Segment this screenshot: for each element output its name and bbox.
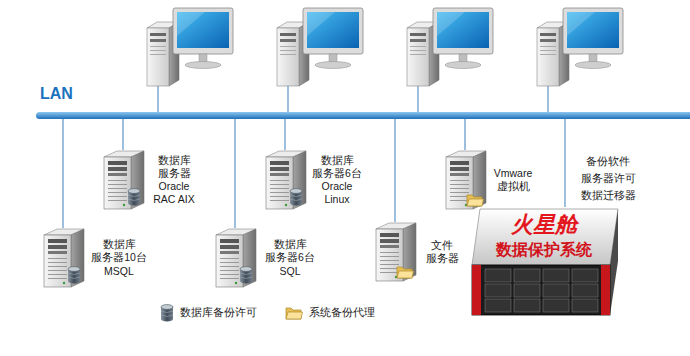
server-label: Vmware 虚拟机 (492, 167, 534, 193)
folder-symbol (286, 308, 303, 319)
database-badge (290, 189, 302, 206)
server-tower (376, 223, 416, 281)
server-label: 数据库 服务器6台 SQL (262, 238, 318, 277)
database-server: 数据库 服务器 Oracle RAC AIX (100, 150, 198, 210)
workstation (537, 8, 623, 86)
server-icon (262, 150, 308, 210)
database-server: 数据库 服务器6台 SQL (212, 228, 318, 288)
folder-icon (285, 306, 303, 320)
legend-item: 数据库备份许可 (160, 304, 257, 322)
appliance-face: 火星舱数据保护系统 (474, 207, 614, 265)
server-label: 数据库 服务器6台 Oracle Linux (312, 154, 362, 207)
database-badge (128, 189, 140, 206)
server-tower (266, 151, 306, 209)
server-icon (212, 228, 258, 288)
network-wire (417, 86, 418, 113)
vm-server: Vmware 虚拟机 (442, 150, 534, 210)
database-symbol (161, 305, 173, 322)
database-icon (160, 304, 174, 322)
network-wire (464, 119, 465, 150)
server-tower (44, 229, 84, 287)
lan-bus: LAN (36, 112, 690, 119)
server-tower (216, 229, 256, 287)
product-name: 数据保护系统 (496, 240, 592, 259)
brand-name: 火星舱 (511, 213, 577, 237)
server-icon (40, 228, 86, 288)
network-wire (62, 119, 63, 228)
appliance-note: 备份软件 服务器许可 数据迁移器 (576, 153, 640, 203)
server-icon (442, 150, 488, 210)
backup-appliance: 备份软件 服务器许可 数据迁移器火星舱数据保护系统 (470, 207, 620, 319)
legend-item: 系统备份代理 (285, 306, 375, 320)
server-label: 数据库 服务器10台 MSQL (90, 238, 148, 277)
network-wire (287, 86, 288, 113)
server-tower (446, 151, 486, 209)
folder-badge (467, 195, 484, 206)
database-badge (68, 267, 80, 284)
database-badge (240, 267, 252, 284)
workstation (147, 8, 233, 86)
legend-text: 系统备份代理 (309, 306, 375, 320)
network-label: LAN (40, 85, 73, 103)
database-server: 数据库 服务器6台 Oracle Linux (262, 150, 362, 210)
server-icon (100, 150, 146, 210)
network-wire (547, 86, 548, 113)
network-wire (284, 119, 285, 150)
workstation (407, 8, 493, 86)
network-wire (122, 119, 123, 150)
network-wire (234, 119, 235, 228)
network-wire (394, 119, 395, 222)
file-server: 文件 服务器 (372, 222, 462, 282)
server-label: 数据库 服务器 Oracle RAC AIX (150, 154, 198, 207)
server-tower (104, 151, 144, 209)
legend-text: 数据库备份许可 (180, 306, 257, 320)
database-server: 数据库 服务器10台 MSQL (40, 228, 148, 288)
legend: 数据库备份许可 系统备份代理 (160, 304, 403, 322)
appliance-body (472, 209, 618, 315)
folder-badge (397, 267, 414, 278)
network-wire (157, 86, 158, 113)
server-icon (372, 222, 418, 282)
network-wire (564, 119, 565, 207)
workstation (277, 8, 363, 86)
server-label: 文件 服务器 (422, 239, 462, 265)
